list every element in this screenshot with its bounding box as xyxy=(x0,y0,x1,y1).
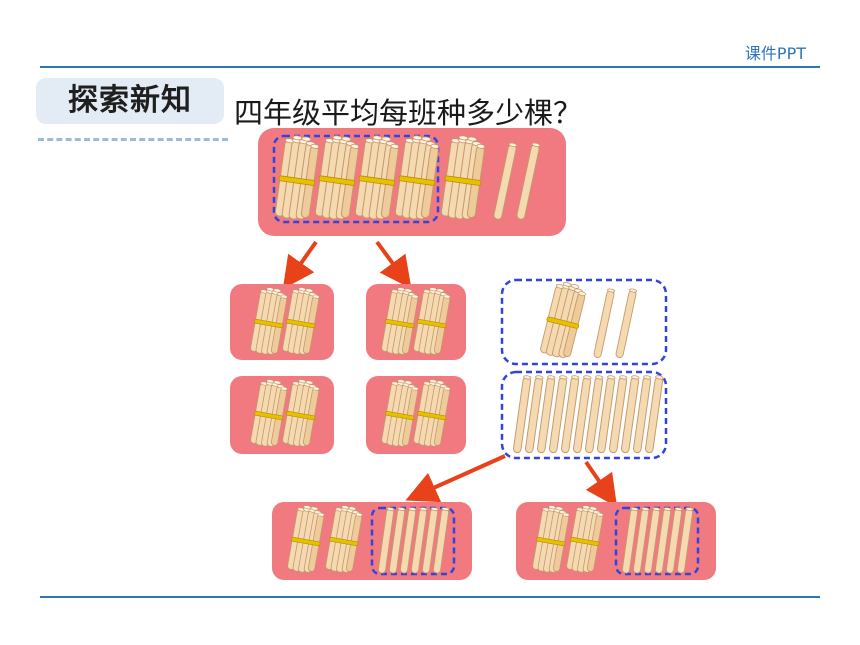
four-bundles-selection xyxy=(272,134,440,224)
section-tag: 探索新知 xyxy=(36,78,224,124)
header-divider xyxy=(40,66,820,68)
question-text: 四年级平均每班种多少棵？ xyxy=(234,96,583,130)
down-arrow-icon xyxy=(375,240,412,289)
brand-label: 课件PPT xyxy=(744,44,806,63)
section-underline xyxy=(38,138,228,141)
down-arrow-icon xyxy=(584,460,618,508)
footer-divider xyxy=(40,596,820,598)
down-arrow-icon xyxy=(405,454,506,503)
down-arrow-icon xyxy=(282,240,318,290)
